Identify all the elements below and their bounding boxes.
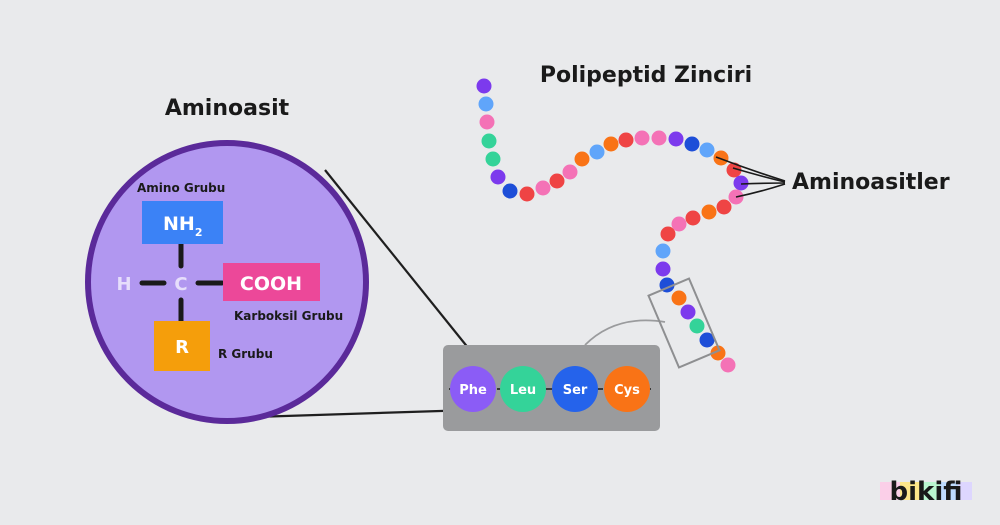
c-atom: C <box>174 274 187 295</box>
segment-bead-leu <box>500 366 546 412</box>
segment-connector <box>584 319 666 346</box>
segment-bead-phe <box>450 366 496 412</box>
chain-bead <box>660 226 676 242</box>
logo: bikifi <box>880 477 972 507</box>
segment-bead-cys <box>604 366 650 412</box>
chain-bead <box>680 304 696 320</box>
chain-bead <box>713 150 729 166</box>
r-label: R <box>175 337 189 358</box>
aminoasitler-pointers <box>715 156 786 198</box>
polypeptide-chain <box>476 78 749 373</box>
chain-bead <box>716 199 732 215</box>
r-group-box <box>154 321 210 371</box>
chain-bead <box>618 132 634 148</box>
carboxyl-group-box <box>223 263 320 301</box>
chain-bead <box>668 131 684 147</box>
segment-bead-label: Phe <box>459 383 487 398</box>
chain-bead <box>701 204 717 220</box>
chain-bead <box>589 144 605 160</box>
carboxyl-group-label: Karboksil Grubu <box>234 309 343 323</box>
segment-bead-label: Ser <box>563 383 588 398</box>
chain-bead <box>634 130 650 146</box>
logo-text: bikifi <box>890 477 963 507</box>
chain-bead <box>535 180 551 196</box>
chain-bead <box>726 162 742 178</box>
cooh-label: COOH <box>240 273 302 295</box>
chain-bead <box>549 173 565 189</box>
chain-bead <box>684 136 700 152</box>
title-aminoasitler: Aminoasitler <box>792 170 950 195</box>
chain-bead <box>519 186 535 202</box>
nh2-label: NH2 <box>163 213 202 239</box>
chain-bead <box>699 142 715 158</box>
title-polipeptid: Polipeptid Zinciri <box>540 63 752 88</box>
chain-bead <box>479 114 495 130</box>
chain-bead <box>603 136 619 152</box>
r-group-label: R Grubu <box>218 347 273 361</box>
logo-stripe-1 <box>880 482 900 500</box>
chain-bead <box>655 243 671 259</box>
segment-bead-label: Leu <box>510 383 536 398</box>
logo-stripe-5 <box>958 482 972 500</box>
amino-group-box <box>142 201 223 244</box>
chain-bead <box>478 96 494 112</box>
chain-bead <box>710 345 726 361</box>
segment-bead-ser <box>552 366 598 412</box>
chain-bead <box>689 318 705 334</box>
segment-box <box>443 345 660 431</box>
chain-bead <box>502 183 518 199</box>
title-aminoasit: Aminoasit <box>165 96 290 121</box>
chain-bead <box>490 169 506 185</box>
chain-bead <box>574 151 590 167</box>
h-atom: H <box>116 274 131 295</box>
chain-bead <box>733 175 749 191</box>
chain-bead <box>481 133 497 149</box>
chain-bead <box>651 130 667 146</box>
chain-bead <box>699 332 715 348</box>
segment-beads: Phe Leu Ser Cys <box>450 366 650 412</box>
amino-group-label: Amino Grubu <box>137 181 225 195</box>
logo-stripe-3 <box>920 482 940 500</box>
chain-bead <box>485 151 501 167</box>
chain-bead <box>720 357 736 373</box>
chain-highlight-box <box>647 277 721 369</box>
chain-bead <box>685 210 701 226</box>
chain-bead <box>671 290 687 306</box>
chain-bead <box>671 216 687 232</box>
chain-bead <box>476 78 492 94</box>
chain-bead <box>655 261 671 277</box>
segment-bead-label: Cys <box>614 383 640 398</box>
molecule-bonds <box>139 241 225 327</box>
chain-bead <box>562 164 578 180</box>
logo-stripe-2 <box>900 482 920 500</box>
logo-stripe-4 <box>940 482 958 500</box>
